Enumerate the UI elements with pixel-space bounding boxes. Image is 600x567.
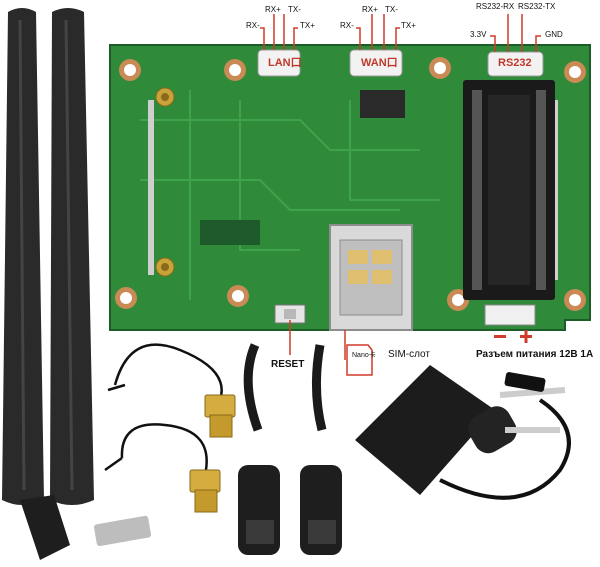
guide-rail (148, 100, 154, 275)
rs232-connector-label: RS232 (498, 57, 532, 69)
mounting-hole (429, 57, 451, 79)
sim-slot-label: SIM-слот (388, 349, 430, 360)
plus-mark-v (524, 330, 528, 343)
rs232-connector (487, 51, 544, 77)
pigtail-cable (104, 343, 223, 476)
minus-mark (494, 335, 506, 338)
ethernet-cable (238, 343, 280, 555)
mounting-hole (227, 285, 249, 307)
lan-connector (257, 49, 301, 77)
wan-rx-minus-label: RX- (340, 21, 354, 30)
mounting-hole (564, 61, 586, 83)
mini-pcie-slot (463, 80, 555, 300)
wan-connector-label: WAN口 (361, 57, 398, 69)
wan-connector (349, 49, 403, 77)
wan-tx-minus-label: TX- (385, 5, 398, 14)
ethernet-cable (300, 344, 342, 555)
reset-label: RESET (271, 359, 305, 370)
power-connector (484, 304, 536, 326)
lan-rx-minus-label: RX- (246, 21, 260, 30)
brass-standoff (155, 87, 175, 107)
mounting-hole (115, 287, 137, 309)
wan-tx-plus-label: TX+ (401, 21, 416, 30)
nano-label: Nano卡 (352, 352, 376, 359)
mounting-hole (564, 289, 586, 311)
pin-arrows (260, 14, 541, 360)
sim-card-slot (329, 224, 413, 331)
lan-rx-plus-label: RX+ (265, 5, 281, 14)
wan-rx-plus-label: RX+ (362, 5, 378, 14)
lan-tx-minus-label: TX- (288, 5, 301, 14)
reset-button-knob (284, 309, 296, 319)
antenna (50, 8, 94, 505)
chip (200, 220, 260, 245)
mounting-hole (224, 59, 246, 81)
chip (360, 90, 405, 118)
nano-sim-icon (346, 344, 373, 376)
lan-connector-label: LAN口 (268, 57, 302, 69)
rs232-tx-label: RS232-TX (518, 2, 556, 11)
antenna-base (20, 495, 152, 560)
mounting-hole (119, 59, 141, 81)
sma-connector (204, 394, 236, 438)
pcb-board (109, 44, 591, 331)
antenna (2, 8, 44, 505)
power-adapter (355, 365, 571, 500)
lan-tx-plus-label: TX+ (300, 21, 315, 30)
rs232-gnd-label: GND (545, 30, 563, 39)
rs232-3v3-label: 3.3V (470, 30, 487, 39)
rs232-rx-label: RS232-RX (476, 2, 515, 11)
power-connector-label: Разъем питания 12В 1А (476, 349, 594, 360)
sma-connector (189, 469, 221, 513)
brass-standoff (155, 257, 175, 277)
